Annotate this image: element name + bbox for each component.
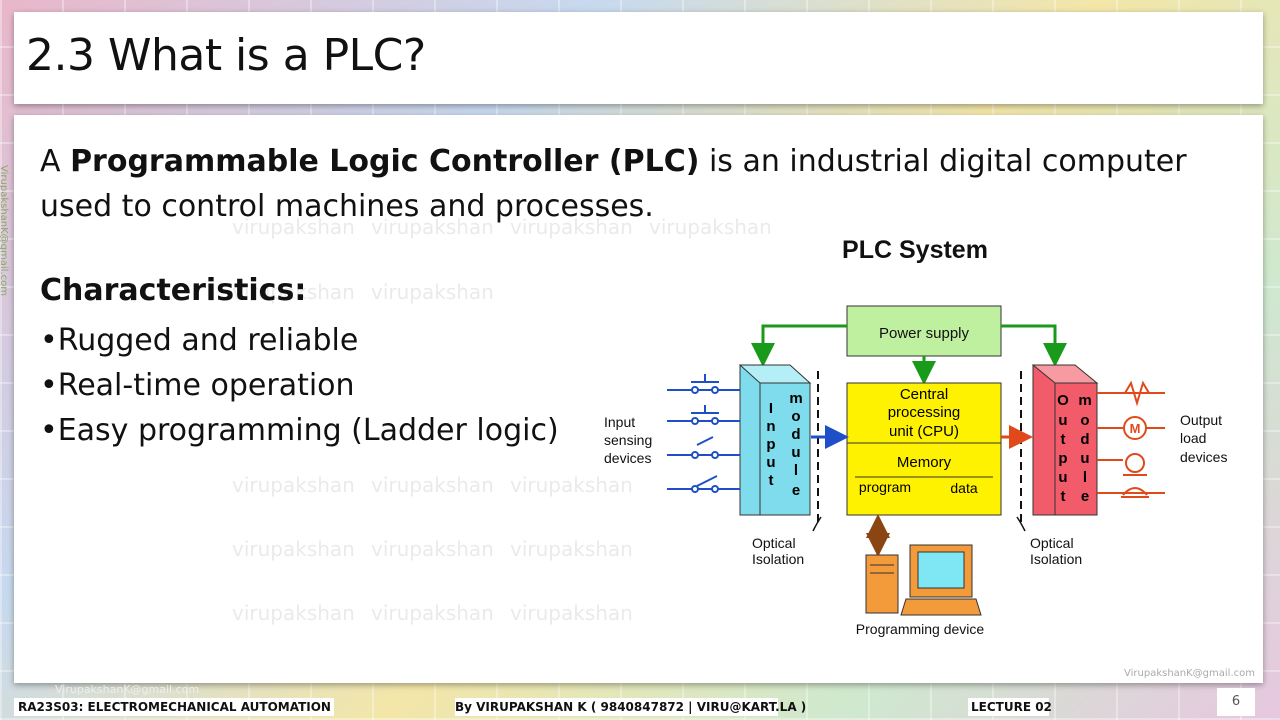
module-letter: e <box>792 482 800 499</box>
module-letter: o <box>791 408 800 425</box>
watermark-text: virupakshan <box>649 215 772 239</box>
characteristics-heading: Characteristics: <box>40 273 307 308</box>
definition-rest: is an industrial digital computer used t… <box>40 144 1187 224</box>
data-label: data <box>950 480 977 496</box>
page-number: 6 <box>1217 688 1255 716</box>
output-letter: O <box>1057 392 1069 409</box>
cpu-label-line: unit (CPU) <box>889 423 959 440</box>
cpu-label-line: processing <box>888 404 961 421</box>
power-supply-label: Power supply <box>879 325 970 342</box>
programming-device-label: Programming device <box>856 621 985 637</box>
module-letter: d <box>1080 431 1089 448</box>
input-switches <box>667 374 740 493</box>
list-item: Real-time operation <box>40 363 559 408</box>
output-letter: t <box>1061 431 1066 448</box>
watermark-text: virupakshan <box>232 215 355 239</box>
module-letter: l <box>794 462 798 479</box>
input-letter: n <box>766 418 775 435</box>
pc-tower <box>865 554 899 614</box>
list-item: Easy programming (Ladder logic) <box>40 408 559 453</box>
power-arrow-output <box>1001 324 1067 367</box>
output-devices-label: devices <box>1180 449 1227 465</box>
module-letter: e <box>1081 488 1089 505</box>
input-letter: p <box>766 436 775 453</box>
optical-isolation-label: Isolation <box>752 551 804 567</box>
slide-title: 2.3 What is a PLC? <box>26 30 426 81</box>
title-panel: 2.3 What is a PLC? <box>14 12 1263 104</box>
watermark-text: virupakshan <box>232 473 355 497</box>
module-letter: l <box>1083 469 1087 486</box>
input-devices-label: devices <box>604 450 651 466</box>
diagram-title: PLC System <box>842 236 988 264</box>
watermark-text: virupakshan <box>371 537 494 561</box>
watermark-text: virupakshan <box>510 601 633 625</box>
watermark-text: virupakshan <box>510 215 633 239</box>
characteristics-list: Rugged and reliable Real-time operation … <box>40 318 559 453</box>
pc-keyboard <box>900 598 982 616</box>
footer-author: By VIRUPAKSHAN K ( 9840847872 | VIRU@KAR… <box>455 698 807 716</box>
cpu-label-line: Central <box>900 386 948 403</box>
optical-isolation-label: Optical <box>1030 535 1074 551</box>
input-module-top <box>738 364 812 384</box>
watermark-email: VirupakshanK@gmail.com <box>1124 668 1255 679</box>
plc-definition: A Programmable Logic Controller (PLC) is… <box>40 139 1220 229</box>
list-item: Rugged and reliable <box>40 318 559 363</box>
definition-prefix: A <box>40 144 71 179</box>
watermark-text: virupakshan <box>232 280 355 304</box>
watermark-text: virupakshan <box>371 601 494 625</box>
output-module-side <box>1032 364 1058 516</box>
output-letter: u <box>1058 412 1067 429</box>
watermark-text: virupakshan <box>371 280 494 304</box>
module-letter: u <box>791 444 800 461</box>
watermark-text: virupakshan <box>232 601 355 625</box>
module-letter: m <box>1078 392 1091 409</box>
module-letter: m <box>789 390 802 407</box>
output-devices-label: Output <box>1180 412 1222 428</box>
optical-isolation-label: Isolation <box>1030 551 1082 567</box>
output-letter: p <box>1058 450 1067 467</box>
output-letter: t <box>1061 488 1066 505</box>
output-loads <box>1097 380 1165 498</box>
output-letter: u <box>1058 469 1067 486</box>
input-devices-label: Input <box>604 414 635 430</box>
watermark-text: virupakshan <box>510 537 633 561</box>
pc-screen <box>917 551 965 589</box>
module-letter: u <box>1080 450 1089 467</box>
output-module <box>1054 382 1098 516</box>
output-devices-label: load <box>1180 430 1206 446</box>
watermark-text: virupakshan <box>510 473 633 497</box>
isolation-pointer-output <box>1016 516 1026 532</box>
isolation-pointer-input <box>812 516 822 532</box>
input-letter: u <box>766 454 775 471</box>
module-letter: o <box>1080 412 1089 429</box>
input-letter: I <box>769 400 773 417</box>
watermark-text: virupakshan <box>371 215 494 239</box>
footer-lecture: LECTURE 02 <box>968 698 1052 716</box>
side-email-watermark: VirupakshanK@gmail.com <box>0 165 9 296</box>
cpu-box <box>846 382 1002 516</box>
power-arrow-input <box>751 324 847 367</box>
watermark-text: virupakshan <box>232 537 355 561</box>
plc-system-diagram: PLC System Power supply Central processi… <box>604 236 1227 637</box>
power-supply-box <box>846 305 1002 357</box>
program-label: program <box>859 479 911 495</box>
input-devices-label: sensing <box>604 432 652 448</box>
input-letter: t <box>769 472 774 489</box>
footer-email: VirupakshanK@gmail.com <box>55 683 200 696</box>
motor-label: M <box>1130 421 1141 436</box>
module-letter: d <box>791 426 800 443</box>
footer-course: RA23S03: ELECTROMECHANICAL AUTOMATION <box>14 698 334 716</box>
watermark-text: virupakshan <box>371 473 494 497</box>
memory-label: Memory <box>897 454 952 471</box>
output-module-top <box>1031 364 1099 384</box>
optical-isolation-label: Optical <box>752 535 796 551</box>
definition-term: Programmable Logic Controller (PLC) <box>70 144 700 179</box>
